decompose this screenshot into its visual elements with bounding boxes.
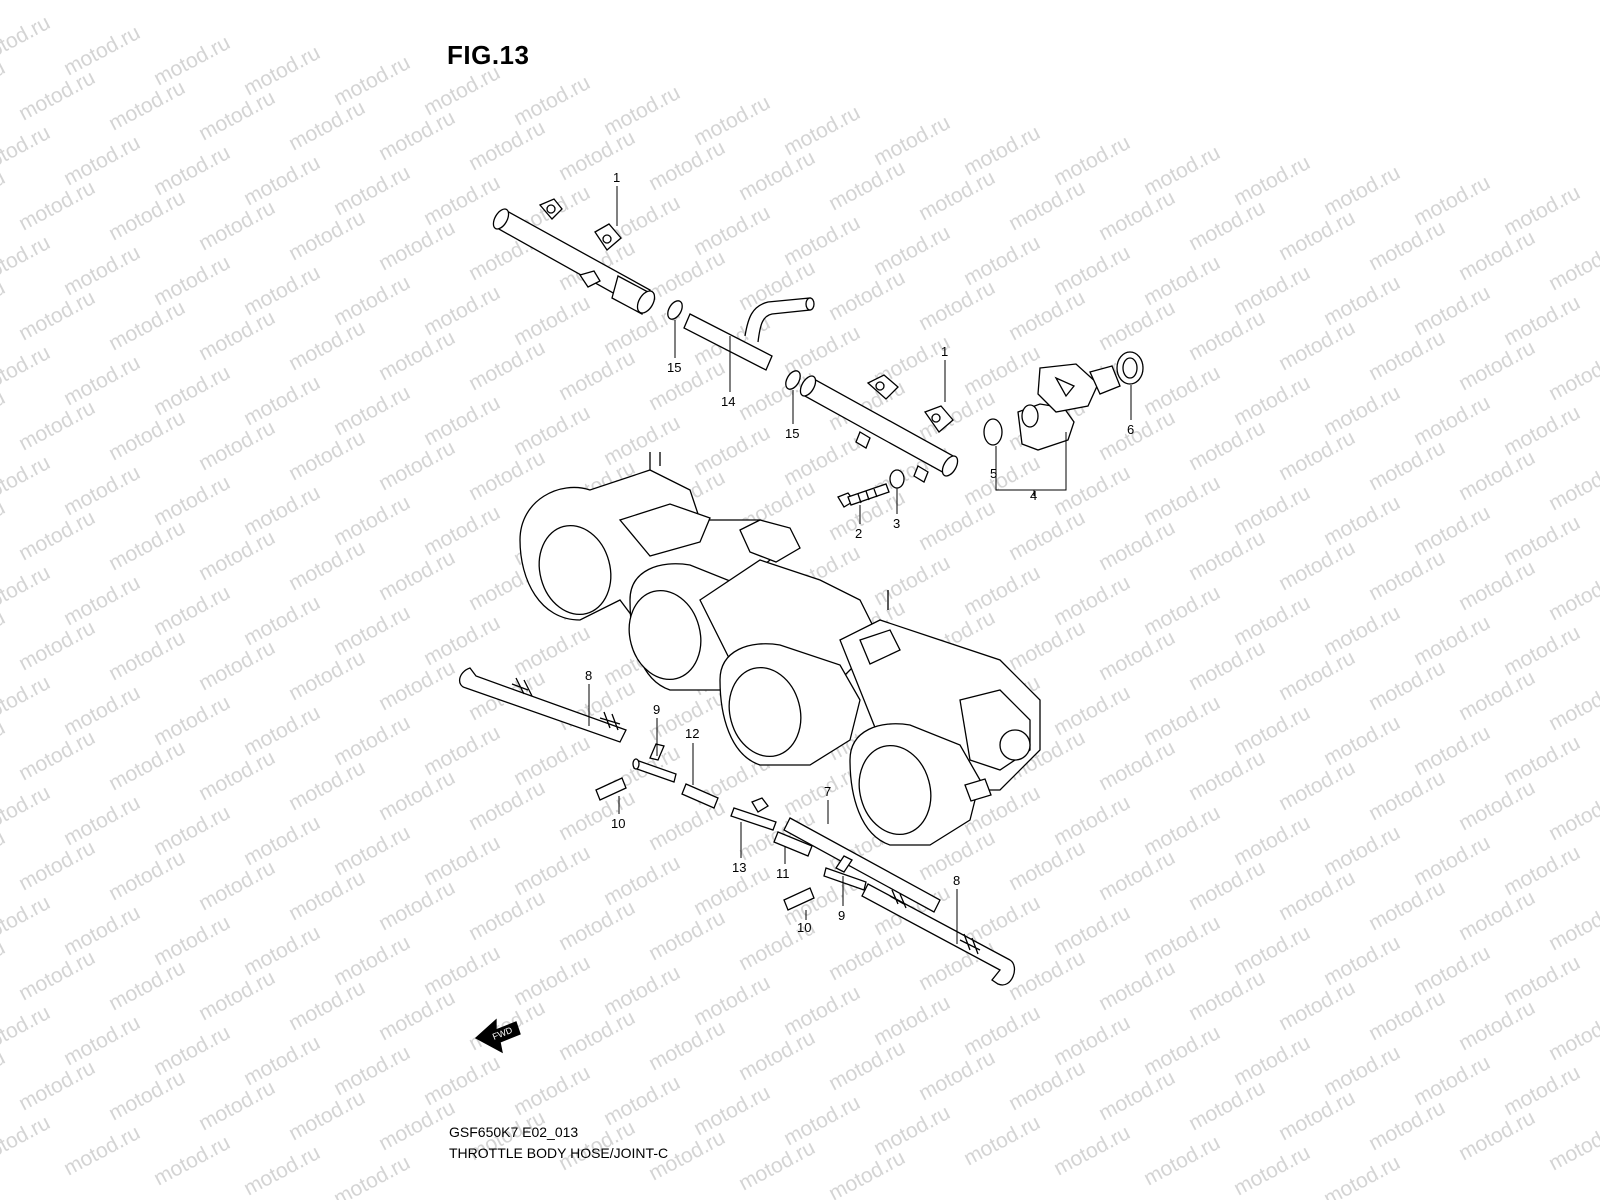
callout-9-right: 9 (838, 908, 845, 923)
callout-leader-lines (588, 186, 1132, 944)
callout-4: 4 (1030, 488, 1037, 503)
callout-1-upper: 1 (613, 170, 620, 185)
callout-7: 7 (824, 784, 831, 799)
o-ring-15-lower (785, 370, 801, 390)
figure-title: FIG.13 (447, 40, 530, 70)
callout-3: 3 (893, 516, 900, 531)
figure-caption: THROTTLE BODY HOSE/JOINT-C (449, 1145, 669, 1161)
joint-13 (730, 797, 777, 831)
t-joint-right (823, 855, 867, 891)
callout-8-left: 8 (585, 668, 592, 683)
callout-10-right: 10 (797, 920, 811, 935)
injector-o-ring (983, 418, 1003, 446)
callout-8-right: 8 (953, 873, 960, 888)
fuel-injector (1017, 363, 1121, 451)
callout-5: 5 (990, 466, 997, 481)
vacuum-hose-right (861, 883, 1015, 986)
callout-12: 12 (685, 726, 699, 741)
model-code: GSF650K7 E02_013 (449, 1124, 579, 1140)
forward-direction-arrow: FWD (474, 1018, 521, 1054)
fuel-connector-pipe (683, 297, 815, 371)
throttle-body-assembly (519, 452, 1041, 846)
fuel-delivery-pipe-lower (799, 374, 959, 483)
injector-seal (1116, 351, 1144, 385)
callout-13: 13 (732, 860, 746, 875)
short-hose-right (783, 887, 815, 911)
hose-11 (773, 831, 813, 857)
long-hose-7 (783, 817, 941, 913)
vacuum-hose-left (459, 667, 627, 743)
callout-14: 14 (721, 394, 735, 409)
fuel-delivery-pipe-upper (492, 198, 656, 315)
callout-2: 2 (855, 526, 862, 541)
short-hose-left (595, 777, 627, 801)
callout-15-lower: 15 (785, 426, 799, 441)
callout-1-lower: 1 (941, 344, 948, 359)
hose-12 (681, 783, 719, 809)
callout-11: 11 (776, 866, 790, 881)
callout-15-upper: 15 (667, 360, 681, 375)
t-joint-left (632, 743, 677, 783)
o-ring-15-upper (667, 300, 683, 320)
washer (889, 469, 905, 489)
callout-6: 6 (1127, 422, 1134, 437)
callout-10-left: 10 (611, 816, 625, 831)
bolt (837, 483, 890, 508)
callout-9-left: 9 (653, 702, 660, 717)
